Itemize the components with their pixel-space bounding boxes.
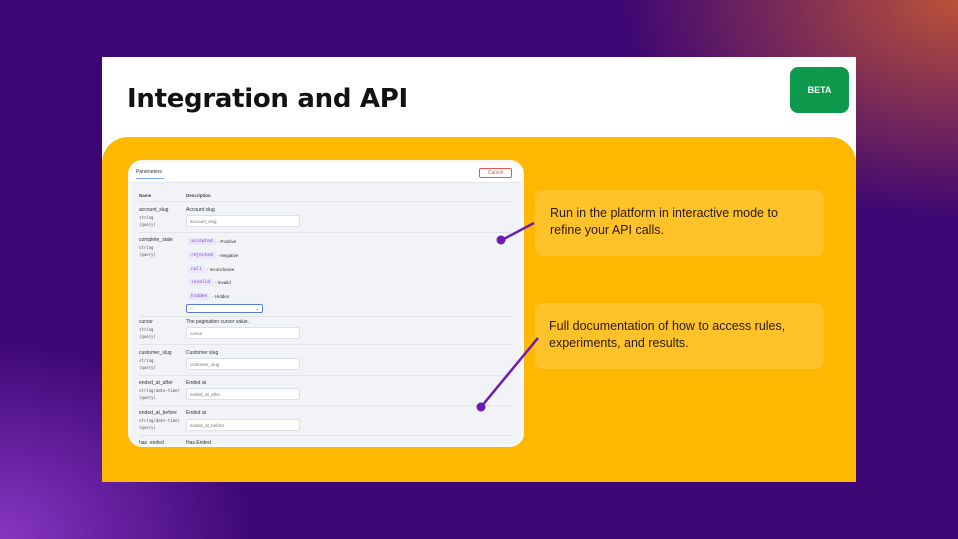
account-slug-input[interactable]: account_slug: [186, 215, 300, 227]
param-name: customer_slug: [139, 350, 172, 356]
param-location: (query): [139, 395, 156, 400]
beta-badge: BETA: [790, 67, 849, 113]
tab-parameters[interactable]: Parameters: [136, 169, 164, 179]
param-type: string: [139, 358, 154, 363]
param-type: string: [139, 245, 154, 250]
row-divider: [139, 375, 511, 376]
slide-card: Integration and API BETA Parameters Canc…: [102, 57, 856, 482]
param-location: (query): [139, 222, 156, 227]
param-name: has_ended: [139, 440, 164, 446]
param-name: ended_at_after: [139, 380, 173, 386]
param-type: string(date-time): [139, 418, 180, 423]
api-screenshot: Parameters Cancel Name Description accou…: [128, 160, 524, 447]
param-description: Account slug: [186, 207, 215, 213]
column-header-description: Description: [186, 193, 211, 198]
cursor-input[interactable]: cursor: [186, 327, 300, 339]
row-divider: [139, 344, 511, 345]
header-divider: [139, 201, 511, 202]
param-location: (query): [139, 334, 156, 339]
customer-slug-input[interactable]: customer_slug: [186, 358, 300, 370]
state-option: accepted- Positive: [188, 238, 236, 245]
row-divider: [139, 316, 511, 317]
cancel-button[interactable]: Cancel: [479, 168, 512, 178]
param-name: ended_at_before: [139, 410, 177, 416]
state-option: invalid- Invalid: [188, 279, 231, 286]
callout-documentation: Full documentation of how to access rule…: [535, 303, 824, 369]
row-divider: [139, 405, 511, 406]
param-location: (query): [139, 365, 156, 370]
ended-at-after-input[interactable]: ended_at_after: [186, 388, 300, 400]
screenshot-tabbar: Parameters Cancel: [131, 163, 521, 183]
param-description: Ended at: [186, 380, 207, 386]
row-divider: [139, 232, 511, 233]
param-name: cursor: [139, 319, 153, 325]
param-type: string(date-time): [139, 388, 180, 393]
chevron-down-icon: ⌄: [255, 305, 259, 311]
param-type: string: [139, 215, 154, 220]
param-name: complete_state: [139, 237, 173, 243]
param-description: Ended at: [186, 410, 207, 416]
param-description: Has Ended: [186, 440, 211, 446]
param-type: string: [139, 327, 154, 332]
param-name: account_slug: [139, 207, 169, 213]
complete-state-select[interactable]: -- ⌄: [186, 304, 263, 313]
param-location: (query): [139, 425, 156, 430]
param-description: The pagination cursor value.: [186, 319, 250, 325]
state-option: hidden- Hidden: [188, 293, 229, 300]
param-description: Customer slug: [186, 350, 219, 356]
state-option: null- Inconclusive: [188, 266, 234, 273]
row-divider: [139, 435, 511, 436]
page-title: Integration and API: [127, 84, 408, 114]
callout-interactive-mode: Run in the platform in interactive mode …: [535, 190, 824, 256]
param-location: (query): [139, 252, 156, 257]
column-header-name: Name: [139, 193, 152, 198]
state-option: rejected- Negative: [188, 252, 238, 259]
ended-at-before-input[interactable]: ended_at_before: [186, 419, 300, 431]
